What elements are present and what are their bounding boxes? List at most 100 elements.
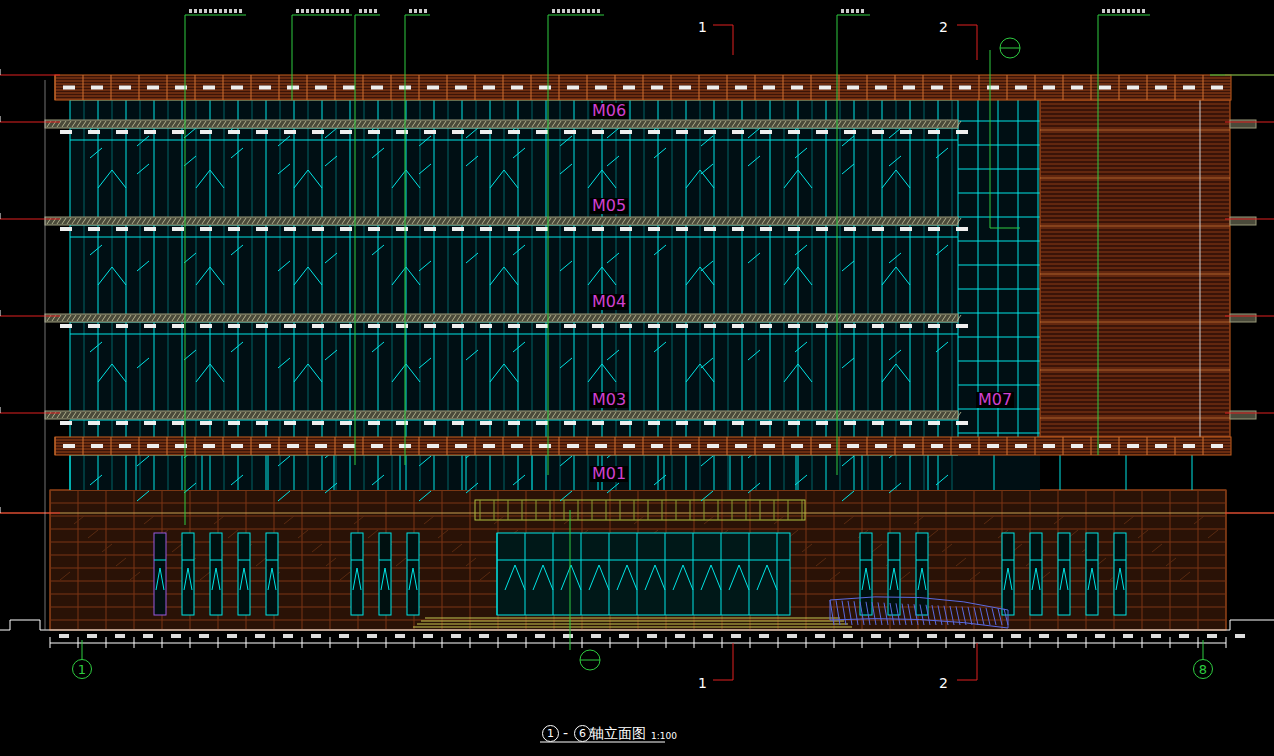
panel-course bbox=[1040, 176, 1230, 177]
dimension-text-mark bbox=[676, 130, 688, 134]
slab-hatch bbox=[942, 315, 946, 321]
vent-mark bbox=[196, 364, 210, 382]
dimension-text-mark bbox=[339, 634, 349, 638]
slab-hatch bbox=[267, 121, 271, 127]
dimension-text-mark bbox=[1071, 86, 1083, 90]
slab-hatch bbox=[292, 412, 296, 418]
slab-hatch bbox=[827, 218, 831, 224]
parapet-joint bbox=[363, 75, 364, 100]
curtain-mullion bbox=[714, 128, 715, 217]
canopy-grid bbox=[578, 500, 579, 520]
slab-hatch bbox=[322, 121, 326, 127]
curtain-mullion bbox=[532, 420, 533, 437]
parapet-joint bbox=[727, 437, 728, 455]
panel-course bbox=[1040, 104, 1230, 105]
slab-hatch bbox=[602, 218, 606, 224]
slab-hatch bbox=[347, 412, 351, 418]
parapet-joint bbox=[447, 75, 448, 100]
curtain-mullion bbox=[672, 420, 673, 437]
vent-mark bbox=[602, 267, 616, 285]
slab-hatch bbox=[527, 121, 531, 127]
slab-stub bbox=[1230, 120, 1256, 128]
podium-hatch bbox=[802, 544, 812, 552]
slab-hatch bbox=[152, 315, 156, 321]
slab-hatch bbox=[817, 121, 821, 127]
slab-hatch bbox=[877, 315, 881, 321]
slab-hatch bbox=[482, 218, 486, 224]
slab-hatch bbox=[467, 121, 471, 127]
slab-hatch bbox=[642, 218, 646, 224]
dimension-text-mark bbox=[651, 86, 663, 90]
slab-hatch bbox=[482, 315, 486, 321]
dimension-text-mark bbox=[536, 227, 548, 231]
slab-hatch bbox=[92, 412, 96, 418]
slab-hatch bbox=[692, 218, 696, 224]
slab-hatch bbox=[782, 218, 786, 224]
curtain-mullion bbox=[532, 128, 533, 217]
curtain-mullion bbox=[742, 128, 743, 217]
slab-hatch bbox=[587, 315, 591, 321]
slab-hatch bbox=[937, 315, 941, 321]
dimension-text-mark bbox=[284, 227, 296, 231]
dimension-text-mark bbox=[1211, 86, 1223, 90]
ramp-rail bbox=[944, 606, 948, 625]
dimension-text-mark bbox=[956, 130, 968, 134]
curtain-mullion bbox=[658, 128, 659, 217]
slab-hatch bbox=[747, 121, 751, 127]
slab-hatch bbox=[147, 121, 151, 127]
door-mullion bbox=[749, 533, 750, 615]
panel-course bbox=[1040, 168, 1230, 169]
curtain-mullion bbox=[84, 100, 85, 120]
curtain-mullion bbox=[672, 455, 673, 490]
window-swing bbox=[353, 568, 357, 590]
slab-hatch bbox=[247, 218, 251, 224]
podium-hatch bbox=[200, 572, 210, 580]
dimension-text-mark bbox=[200, 324, 212, 328]
curtain-mullion bbox=[476, 322, 477, 411]
slab-hatch bbox=[787, 121, 791, 127]
vent-mark bbox=[588, 364, 602, 382]
slab-hatch bbox=[82, 218, 86, 224]
dimension-text-mark bbox=[480, 324, 492, 328]
slab-hatch bbox=[177, 121, 181, 127]
dimension-tick bbox=[946, 637, 947, 648]
slab-hatch bbox=[822, 315, 826, 321]
slab-hatch bbox=[407, 315, 411, 321]
dimension-text-mark bbox=[564, 130, 576, 134]
podium-hatch bbox=[214, 516, 224, 524]
entrance-step bbox=[413, 627, 852, 628]
dimension-text-mark bbox=[171, 634, 181, 638]
slab-hatch bbox=[882, 315, 886, 321]
panel-course bbox=[1040, 148, 1230, 149]
slab-hatch bbox=[497, 121, 501, 127]
podium-hatch bbox=[130, 572, 140, 580]
curtain-mullion bbox=[574, 100, 575, 120]
parapet-joint bbox=[699, 75, 700, 100]
panel-course bbox=[1040, 292, 1230, 293]
slab-hatch bbox=[827, 315, 831, 321]
curtain-mullion bbox=[518, 100, 519, 120]
curtain-mullion bbox=[84, 455, 85, 490]
dimension-text-mark bbox=[623, 444, 635, 448]
slab-hatch bbox=[262, 121, 266, 127]
curtain-mullion bbox=[224, 455, 225, 490]
panel-course bbox=[1040, 220, 1230, 221]
slab-hatch bbox=[267, 315, 271, 321]
slab-hatch bbox=[357, 412, 361, 418]
podium-hatch bbox=[1124, 516, 1134, 524]
dimension-text-mark bbox=[172, 130, 184, 134]
parapet-joint bbox=[55, 437, 56, 455]
curtain-mullion bbox=[154, 455, 155, 490]
slab-hatch bbox=[67, 315, 71, 321]
slab-hatch bbox=[87, 412, 91, 418]
window-swing bbox=[184, 568, 188, 590]
slab-hatch bbox=[567, 315, 571, 321]
slab-hatch bbox=[257, 412, 261, 418]
slab-hatch bbox=[272, 218, 276, 224]
parapet-joint bbox=[1147, 75, 1148, 100]
podium-hatch bbox=[844, 516, 854, 524]
slab-hatch bbox=[767, 315, 771, 321]
slab-hatch bbox=[127, 315, 131, 321]
panel-course bbox=[1040, 132, 1230, 133]
slab-hatch bbox=[302, 218, 306, 224]
